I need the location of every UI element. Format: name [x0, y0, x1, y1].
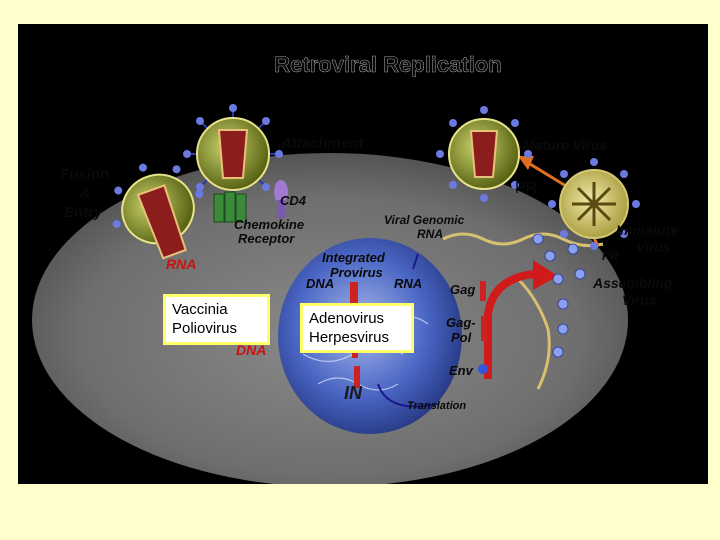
label-gag-pol: Gag-: [446, 315, 476, 330]
label-dna-cyto: DNA: [236, 342, 266, 358]
label-viral-genomic: Viral Genomic: [384, 213, 465, 227]
label-entry: Entry: [64, 204, 103, 221]
diagram-title: Retroviral Replication: [274, 52, 501, 77]
callout-right-line2: Herpesvirus: [309, 329, 390, 346]
transport-arrowhead: [533, 260, 558, 290]
label-attachment: Attachment: [280, 135, 365, 152]
rna-export-arrow: [412, 253, 419, 270]
assembling-virus-particles: [532, 233, 586, 358]
label-fusion: Fusion: [60, 166, 109, 183]
label-assembling: Assembling: [592, 275, 673, 291]
label-pr-small: PR: [602, 249, 619, 263]
virus-fusion-entry: [112, 163, 204, 260]
label-ampersand: &: [80, 185, 91, 202]
label-rna-nucleus: RNA: [394, 276, 422, 291]
label-pol: Pol: [451, 330, 472, 345]
label-receptor: Receptor: [238, 231, 295, 246]
maturation-arrow: [529, 162, 567, 188]
label-provirus: Provirus: [330, 265, 383, 280]
assembling-rna-strand: [516, 277, 551, 390]
maturation-arrowhead: [518, 156, 534, 170]
cd4-receptor: [274, 180, 288, 218]
label-mature-virus: Mature Virus: [523, 137, 607, 153]
label-viral-genomic-rna: RNA: [417, 227, 443, 241]
label-gag: Gag: [450, 282, 475, 297]
callout-vaccinia-poliovirus: Vaccinia Poliovirus: [163, 294, 270, 345]
label-assembling-virus: Virus: [622, 292, 657, 308]
virus-attachment: [183, 104, 283, 204]
label-cd4: CD4: [280, 193, 307, 208]
translation-arrow: [377, 383, 439, 408]
label-rna-left: RNA: [166, 256, 196, 272]
transport-arrow: [484, 270, 534, 379]
callout-adenovirus-herpesvirus: Adenovirus Herpesvirus: [300, 303, 414, 353]
label-translation: Translation: [407, 400, 466, 412]
label-dna-nucleus: DNA: [306, 276, 334, 291]
callout-right-line1: Adenovirus: [309, 310, 385, 327]
callout-left-line1: Vaccinia: [172, 301, 228, 318]
slide: Retroviral Replication Attachment Mature…: [18, 24, 708, 484]
label-integrated: Integrated: [322, 250, 386, 265]
label-pr-top: PR: [515, 180, 537, 197]
label-chemokine: Chemokine: [234, 217, 304, 232]
virus-immature: [548, 158, 640, 250]
protein-markers: [478, 281, 488, 374]
label-immature: Immature: [616, 222, 679, 238]
label-in: IN: [344, 383, 363, 403]
label-immature-virus: Virus: [636, 239, 671, 255]
chemokine-receptor-shape: [213, 191, 247, 223]
callout-left-line2: Poliovirus: [172, 320, 238, 337]
label-env: Env: [449, 363, 474, 378]
retroviral-replication-diagram: Retroviral Replication Attachment Mature…: [32, 52, 679, 484]
virus-mature: [436, 106, 532, 202]
viral-genomic-rna-strand: [442, 232, 604, 248]
